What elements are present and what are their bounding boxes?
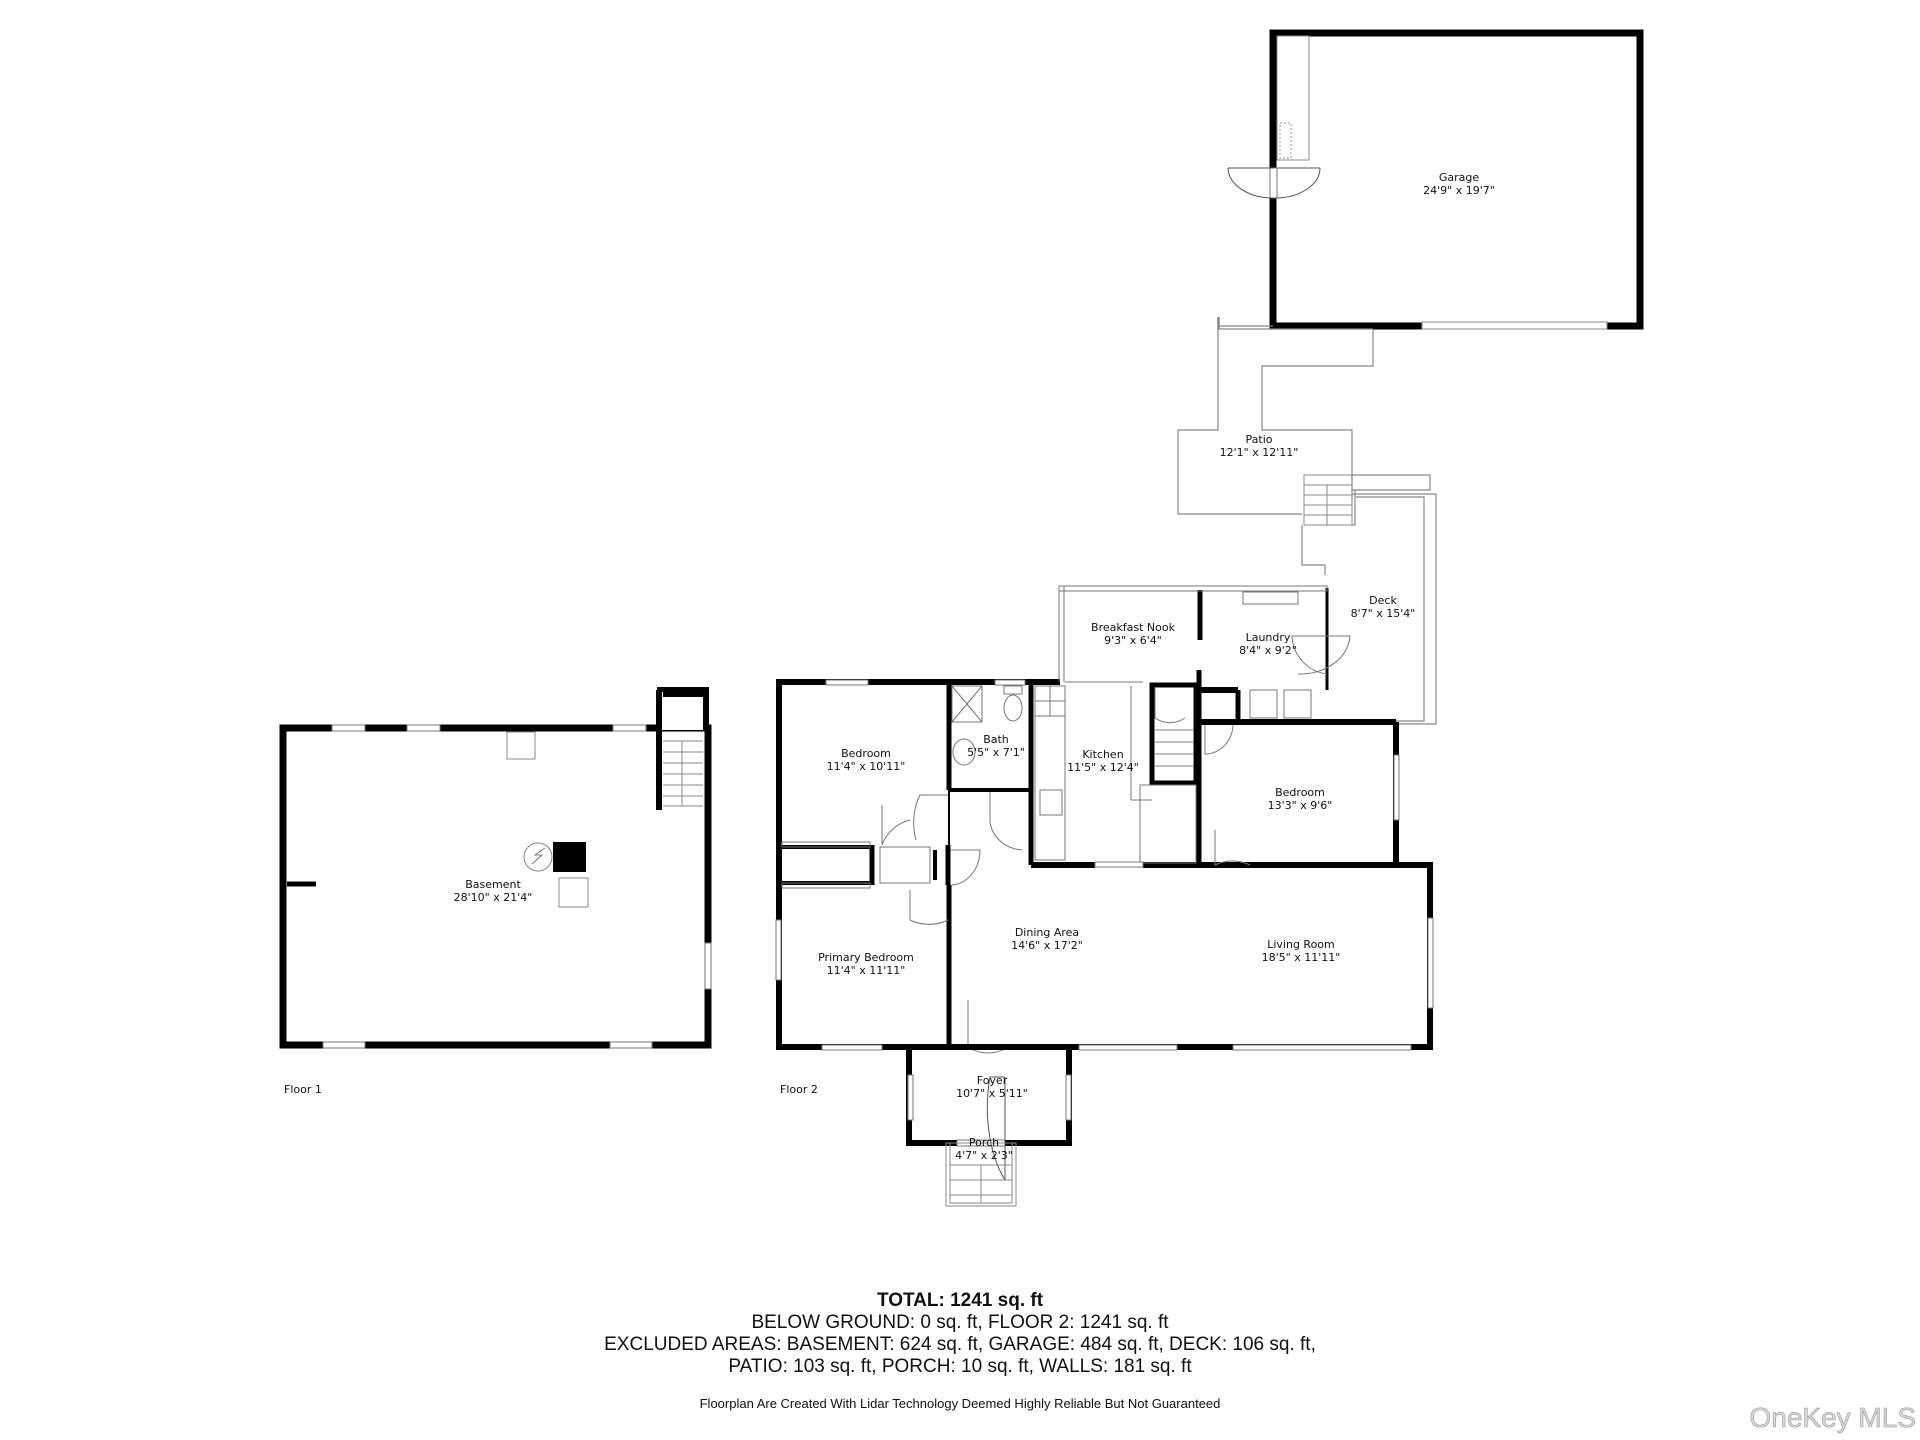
room-dims: 9'3" x 6'4"	[1104, 634, 1162, 647]
room-label-bath: Bath 5'5" x 7'1"	[967, 733, 1025, 759]
area-summary: TOTAL: 1241 sq. ft BELOW GROUND: 0 sq. f…	[0, 1290, 1920, 1378]
room-label-garage: Garage 24'9" x 19'7"	[1423, 171, 1495, 197]
room-label-basement: Basement 28'10" x 21'4"	[454, 878, 533, 904]
room-label-deck: Deck 8'7" x 15'4"	[1351, 594, 1416, 620]
room-name: Breakfast Nook	[1091, 621, 1175, 634]
floor-label-2: Floor 2	[780, 1083, 818, 1096]
room-name: Bath	[983, 733, 1009, 746]
watermark-logo: OneKey MLS	[1749, 1402, 1916, 1434]
foyer-walls	[906, 1044, 1072, 1207]
room-name: Basement	[465, 878, 521, 891]
room-dims: 8'7" x 15'4"	[1350, 607, 1416, 620]
room-label-breakfast-nook: Breakfast Nook 9'3" x 6'4"	[1091, 621, 1175, 647]
room-dims: 4'7" x 2'3"	[955, 1149, 1013, 1162]
room-dims: 18'5" x 11'11"	[1261, 951, 1341, 964]
room-name: Laundry	[1245, 631, 1291, 644]
room-label-patio: Patio 12'1" x 12'11"	[1220, 433, 1299, 459]
room-label-primary-bedroom: Primary Bedroom 11'4" x 11'11"	[818, 951, 914, 977]
room-dims: 8'4" x 9'2"	[1239, 644, 1297, 657]
room-label-bedroom-2: Bedroom 13'3" x 9'6"	[1268, 786, 1333, 812]
floor2-walls	[776, 588, 1433, 1050]
room-name: Porch	[968, 1136, 1000, 1149]
room-dims: 13'3" x 9'6"	[1267, 799, 1333, 812]
room-name: Deck	[1369, 594, 1397, 607]
garage-walls	[1227, 29, 1644, 330]
room-label-living-room: Living Room 18'5" x 11'11"	[1262, 938, 1341, 964]
summary-line-2: EXCLUDED AREAS: BASEMENT: 624 sq. ft, GA…	[604, 1334, 1316, 1355]
room-name: Garage	[1438, 171, 1480, 184]
room-name: Patio	[1245, 433, 1273, 446]
total-area: TOTAL: 1241 sq. ft	[876, 1290, 1044, 1311]
room-name: Bedroom	[1275, 786, 1325, 799]
disclaimer-text: Floorplan Are Created With Lidar Technol…	[699, 1396, 1221, 1411]
room-dims: 12'1" x 12'11"	[1219, 446, 1299, 459]
room-label-dining-area: Dining Area 14'6" x 17'2"	[1011, 926, 1083, 952]
floor2-details	[775, 585, 1434, 1054]
room-label-porch: Porch 4'7" x 2'3"	[955, 1136, 1013, 1162]
room-label-foyer: Foyer 10'7" x 5'11"	[956, 1074, 1028, 1100]
room-label-bedroom-1: Bedroom 11'4" x 10'11"	[827, 747, 906, 773]
room-dims: 10'7" x 5'11"	[956, 1087, 1028, 1100]
room-dims: 28'10" x 21'4"	[453, 891, 533, 904]
room-dims: 24'9" x 19'7"	[1423, 184, 1495, 197]
room-dims: 11'5" x 12'4"	[1067, 761, 1139, 774]
room-name: Primary Bedroom	[818, 951, 914, 964]
room-label-kitchen: Kitchen 11'5" x 12'4"	[1067, 748, 1139, 774]
summary-line-1: BELOW GROUND: 0 sq. ft, FLOOR 2: 1241 sq…	[751, 1312, 1169, 1333]
room-dims: 14'6" x 17'2"	[1011, 939, 1083, 952]
room-dims: 11'4" x 10'11"	[826, 760, 906, 773]
summary-line-3: PATIO: 103 sq. ft, PORCH: 10 sq. ft, WAL…	[728, 1356, 1192, 1377]
room-name: Bedroom	[841, 747, 891, 760]
room-name: Kitchen	[1082, 748, 1124, 761]
basement-walls	[279, 687, 712, 1049]
room-dims: 11'4" x 11'11"	[826, 964, 906, 977]
room-name: Living Room	[1267, 938, 1335, 951]
room-name: Dining Area	[1014, 926, 1080, 939]
room-name: Foyer	[976, 1074, 1008, 1087]
room-label-laundry: Laundry 8'4" x 9'2"	[1239, 631, 1297, 657]
floor-label-1: Floor 1	[284, 1083, 322, 1096]
deck-stairs	[1303, 474, 1353, 526]
room-dims: 5'5" x 7'1"	[967, 746, 1025, 759]
patio-outline	[1177, 317, 1374, 515]
